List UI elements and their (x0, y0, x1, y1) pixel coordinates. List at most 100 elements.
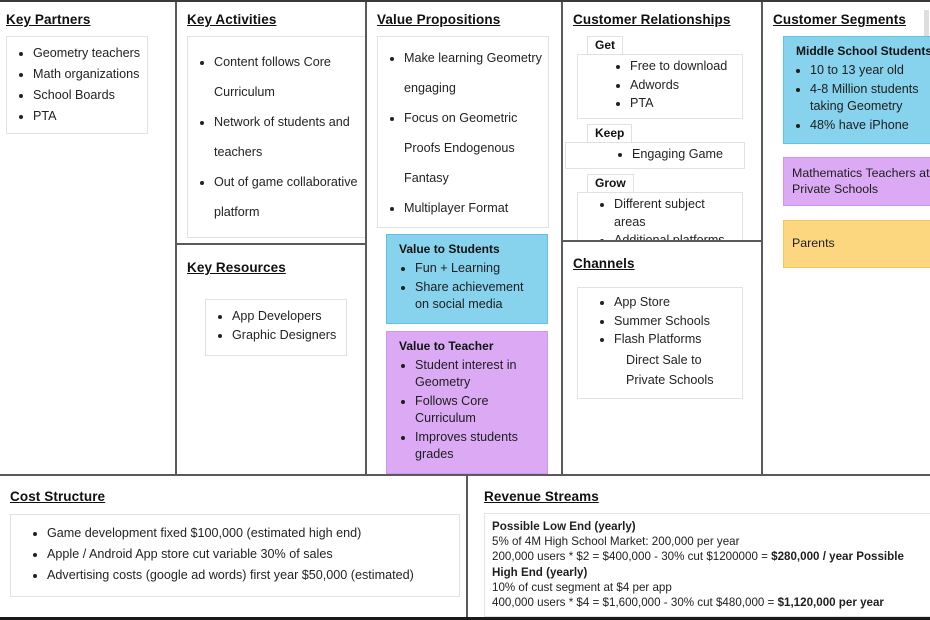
revenue-streams-title: Revenue Streams (484, 489, 599, 504)
keep-list: Engaging Game (570, 146, 740, 164)
cell-customer-segments: Customer Segments Middle School Students… (763, 2, 930, 476)
list-item: Summer Schools (614, 313, 738, 331)
revenue-line-bold: Possible Low End (yearly) (492, 520, 636, 533)
revenue-line: 10% of cust segment at $4 per app (492, 580, 672, 594)
customer-relationships-title: Customer Relationships (573, 12, 731, 27)
revenue-line-bold: $280,000 / year Possible High End (yearl… (492, 550, 904, 579)
list-item: Student interest in Geometry (415, 357, 539, 392)
revenue-streams-box: Possible Low End (yearly) 5% of 4M High … (484, 513, 930, 617)
list-item: Follows Core Curriculum (415, 393, 539, 428)
value-to-students-list: Fun + Learning Share achievement on soci… (393, 260, 539, 314)
key-activities-list: Content follows Core Curriculum Network … (192, 47, 362, 227)
list-item: App Store (614, 294, 738, 312)
cell-key-resources: Key Resources App Developers Graphic Des… (177, 245, 367, 476)
list-item: Free to download (630, 58, 738, 76)
key-partners-title: Key Partners (6, 12, 91, 27)
middle-school-students-list: 10 to 13 year old 4-8 Million students t… (790, 62, 930, 134)
key-partners-box: Geometry teachers Math organizations Sch… (6, 36, 148, 134)
list-item: 48% have iPhone (810, 117, 930, 135)
list-item: Out of game collaborative platform (214, 167, 362, 227)
key-resources-title: Key Resources (187, 260, 286, 275)
list-item: Make learning Geometry engaging (404, 43, 542, 103)
revenue-line: 5% of 4M High School Market: 200,000 per… (492, 535, 740, 549)
list-item: Advertising costs (google ad words) firs… (47, 565, 453, 585)
list-item: PTA (33, 106, 141, 126)
revenue-line-text: 200,000 users * $2 = $400,000 - 30% cut … (492, 550, 772, 564)
list-item: PTA (630, 95, 738, 113)
channels-continuation: Direct Sale to Private Schools (626, 352, 714, 387)
cost-structure-box: Game development fixed $100,000 (estimat… (10, 514, 460, 597)
tile-text: Parents (792, 236, 835, 250)
cost-structure-list: Game development fixed $100,000 (estimat… (15, 523, 453, 585)
cell-channels: Channels App Store Summer Schools Flash … (563, 242, 763, 476)
cell-cost-structure: Cost Structure Game development fixed $1… (0, 476, 468, 617)
key-resources-box: App Developers Graphic Designers (205, 299, 347, 356)
cell-customer-relationships: Customer Relationships Get Free to downl… (563, 2, 763, 242)
group-label-grow: Grow (587, 174, 634, 193)
tile-text: Mathematics Teachers at Private Schools (792, 166, 930, 196)
grow-list: Different subject areas Additional platf… (582, 196, 738, 240)
list-item: Graphic Designers (232, 327, 340, 345)
list-item: Multiplayer Format (404, 193, 542, 223)
revenue-line: 400,000 users * $4 = $1,600,000 - 30% cu… (492, 595, 926, 610)
tile-mathematics-teachers: Mathematics Teachers at Private Schools (783, 157, 930, 206)
key-activities-title: Key Activities (187, 12, 277, 27)
list-item: Additional platforms (Flash) (614, 232, 738, 240)
group-label-get: Get (587, 36, 624, 55)
list-item: 4-8 Million students taking Geometry (810, 81, 930, 116)
channels-title: Channels (573, 256, 635, 271)
list-item: Adwords (630, 77, 738, 95)
get-list: Free to download Adwords PTA (582, 58, 738, 113)
key-partners-list: Geometry teachers Math organizations Sch… (11, 43, 141, 126)
cell-value-propositions: Value Propositions Make learning Geometr… (367, 2, 563, 476)
cell-revenue-streams: Revenue Streams Possible Low End (yearly… (468, 476, 930, 617)
group-label-keep: Keep (587, 123, 633, 143)
list-item: Content follows Core Curriculum (214, 47, 362, 107)
customer-segments-title: Customer Segments (773, 12, 906, 27)
cell-key-activities: Key Activities Content follows Core Curr… (177, 2, 367, 245)
value-propositions-title: Value Propositions (377, 12, 501, 27)
value-to-teacher-list: Student interest in Geometry Follows Cor… (393, 357, 539, 464)
tile-parents: Parents (783, 220, 930, 268)
revenue-line: 200,000 users * $2 = $400,000 - 30% cut … (492, 549, 926, 579)
key-resources-list: App Developers Graphic Designers (210, 308, 340, 344)
list-item: Apple / Android App store cut variable 3… (47, 544, 453, 564)
list-item: Network of students and teachers (214, 107, 362, 167)
list-item: Engaging Game (632, 146, 740, 164)
value-propositions-list: Make learning Geometry engaging Focus on… (382, 43, 542, 223)
customer-relationships-grow-box: Different subject areas Additional platf… (577, 192, 743, 240)
chip-get-wrap: Get (587, 36, 751, 55)
list-item: 10 to 13 year old (810, 62, 930, 80)
tile-middle-school-students: Middle School Students 10 to 13 year old… (783, 36, 930, 144)
chip-grow-wrap: Grow (587, 174, 751, 193)
tile-title: Value to Teacher (399, 338, 494, 353)
list-item: Math organizations (33, 64, 141, 84)
list-item: Flash Platforms (614, 331, 738, 349)
cell-key-partners: Key Partners Geometry teachers Math orga… (0, 2, 177, 476)
list-item: Improves students grades (415, 429, 539, 464)
list-item: Fun + Learning (415, 260, 539, 278)
tile-value-to-teacher: Value to Teacher Student interest in Geo… (386, 330, 548, 474)
scrollbar-thumb[interactable] (924, 10, 929, 36)
revenue-line-text: 400,000 users * $4 = $1,600,000 - 30% cu… (492, 596, 778, 610)
list-item: School Boards (33, 85, 141, 105)
list-item: Share achievement on social media (415, 279, 539, 314)
tile-title: Middle School Students (796, 44, 930, 58)
customer-relationships-keep-box: Engaging Game (565, 141, 745, 169)
key-activities-box: Content follows Core Curriculum Network … (187, 36, 365, 238)
chip-keep-wrap: Keep (587, 123, 751, 143)
tile-value-to-students: Value to Students Fun + Learning Share a… (386, 234, 548, 324)
revenue-line-bold: $1,120,000 per year (777, 596, 884, 610)
list-item: App Developers (232, 308, 340, 326)
value-propositions-box: Make learning Geometry engaging Focus on… (377, 36, 549, 228)
list-item: Geometry teachers (33, 43, 141, 63)
list-item: Game development fixed $100,000 (estimat… (47, 523, 453, 543)
channels-box: App Store Summer Schools Flash Platforms… (577, 287, 743, 399)
tile-title: Value to Students (399, 242, 500, 256)
list-item: Focus on Geometric Proofs Endogenous Fan… (404, 103, 542, 193)
customer-relationships-get-box: Free to download Adwords PTA (577, 54, 743, 119)
cost-structure-title: Cost Structure (10, 489, 106, 504)
channels-list: App Store Summer Schools Flash Platforms (582, 294, 738, 349)
revenue-line: Possible Low End (yearly) (492, 519, 926, 534)
